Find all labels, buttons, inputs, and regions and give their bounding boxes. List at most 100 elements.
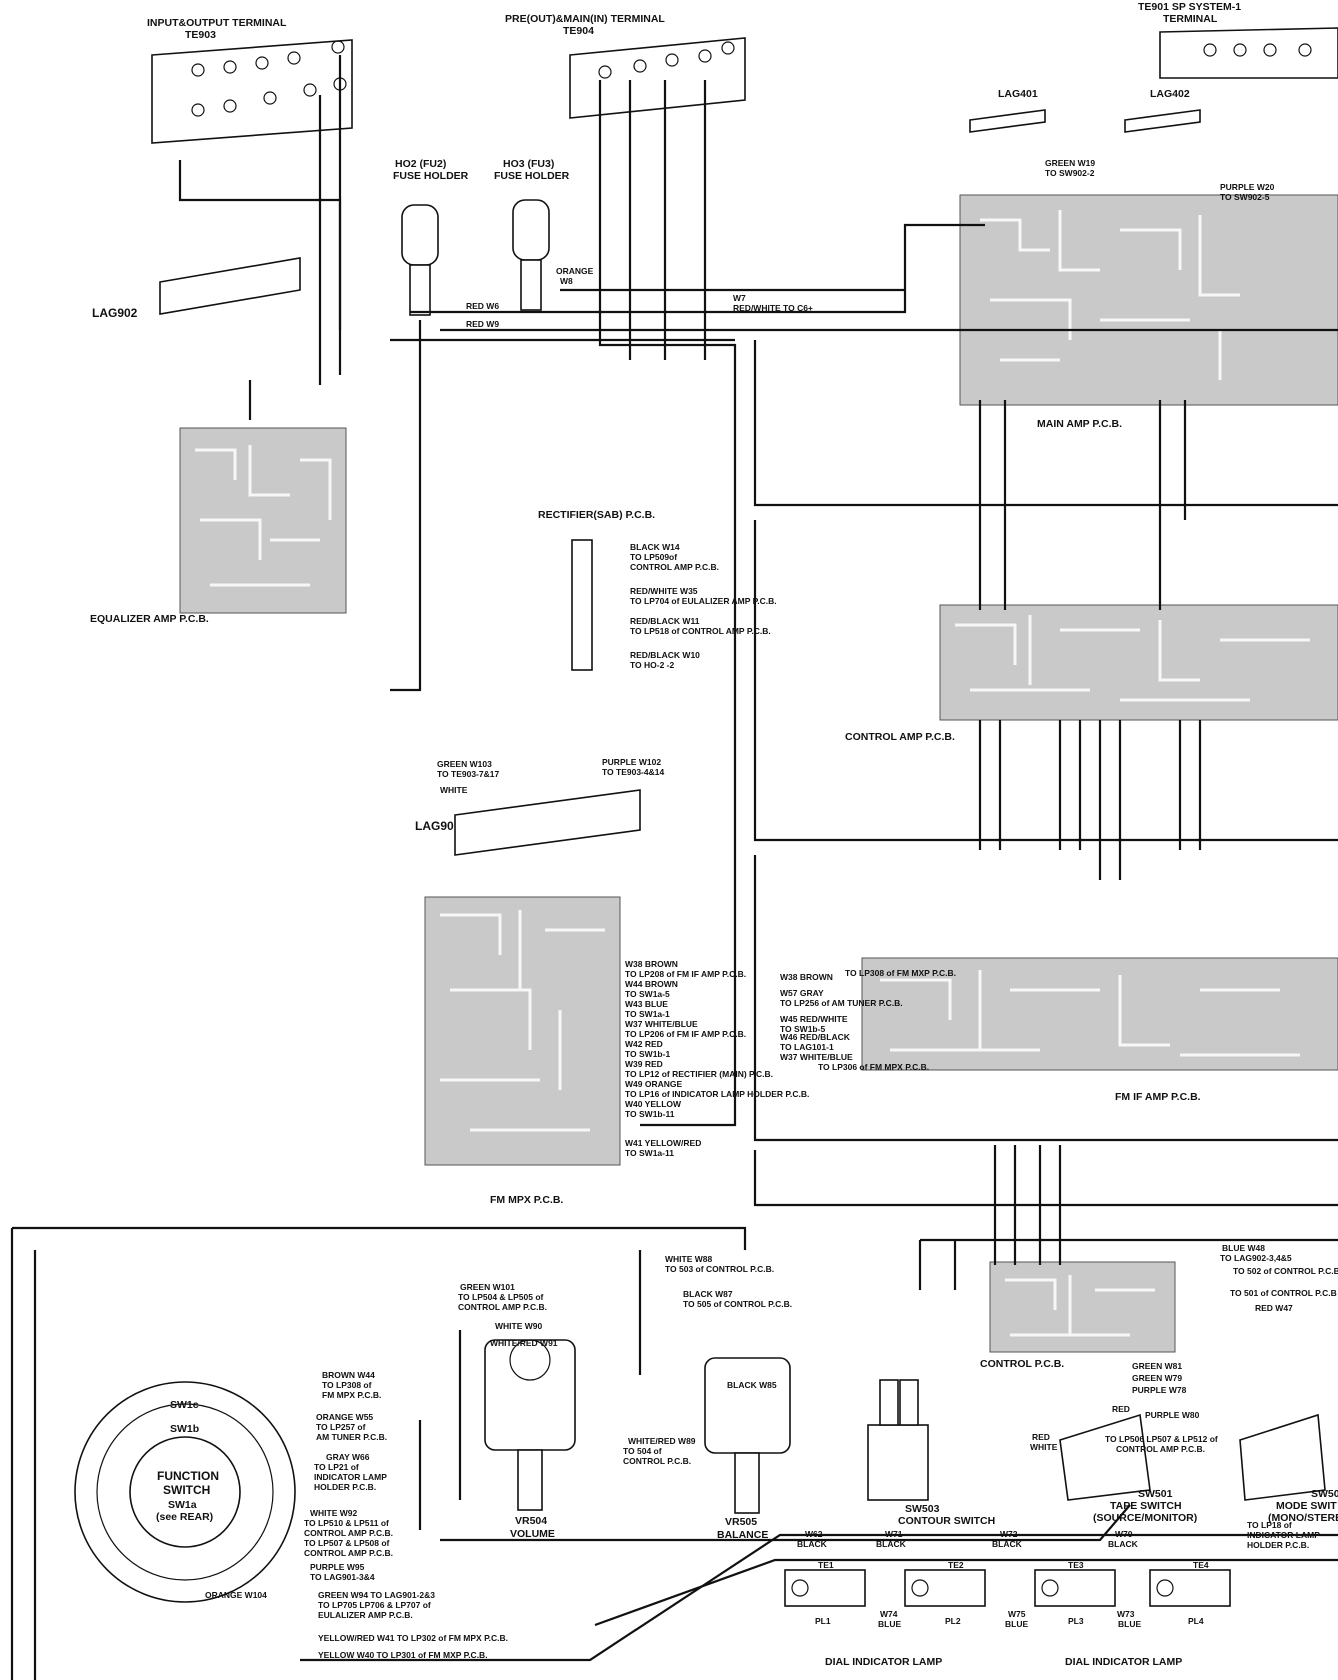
svg-text:SW1a: SW1a bbox=[168, 1499, 197, 1511]
svg-text:SW501: SW501 bbox=[1138, 1488, 1173, 1500]
fm-if-amp-pcb: FM IF AMP P.C.B. bbox=[861, 957, 1338, 1103]
svg-text:BALANCE: BALANCE bbox=[717, 1529, 768, 1541]
svg-text:W46 RED/BLACK: W46 RED/BLACK bbox=[780, 1032, 851, 1042]
svg-text:BLUE: BLUE bbox=[878, 1619, 901, 1629]
svg-text:GREEN W94 TO LAG901-2&3: GREEN W94 TO LAG901-2&3 bbox=[318, 1590, 435, 1600]
svg-text:TO LP509of: TO LP509of bbox=[630, 552, 677, 562]
te904-terminal: PRE(OUT)&MAIN(IN) TERMINAL TE904 bbox=[505, 13, 746, 119]
svg-text:WHITE W90: WHITE W90 bbox=[495, 1321, 542, 1331]
svg-text:TO 503 of CONTROL P.C.B.: TO 503 of CONTROL P.C.B. bbox=[665, 1264, 774, 1274]
svg-text:TO LP704 of EULALIZER AMP P: TO LP704 of EULALIZER AMP P.C.B. bbox=[630, 596, 777, 606]
fuse-holder-ho3: HO3 (FU3) FUSE HOLDER bbox=[494, 158, 570, 311]
svg-text:SW1b: SW1b bbox=[170, 1423, 199, 1435]
sw503: SW503 CONTOUR SWITCH bbox=[867, 1379, 995, 1527]
svg-text:TE903: TE903 bbox=[185, 29, 216, 41]
main-amp-pcb: MAIN AMP P.C.B. bbox=[959, 194, 1338, 430]
lag902: LAG902 bbox=[92, 257, 301, 320]
svg-text:TO SW1b-1: TO SW1b-1 bbox=[625, 1049, 670, 1059]
svg-text:FUNCTION: FUNCTION bbox=[157, 1469, 219, 1483]
svg-text:W39 RED: W39 RED bbox=[625, 1059, 663, 1069]
svg-text:RED/WHITE TO C6+: RED/WHITE TO C6+ bbox=[733, 303, 813, 313]
svg-text:TO LP206 of FM IF AMP P.C.: TO LP206 of FM IF AMP P.C.B. bbox=[625, 1029, 746, 1039]
svg-text:TO 504 of: TO 504 of bbox=[623, 1446, 662, 1456]
svg-text:TO LP705 LP706 & LP707 of: TO LP705 LP706 & LP707 of bbox=[318, 1600, 431, 1610]
fm-mpx-wires: W38 BROWN TO LP208 of FM IF AMP P.C.B. W… bbox=[625, 959, 809, 1158]
svg-text:W45 RED/WHITE: W45 RED/WHITE bbox=[780, 1014, 848, 1024]
svg-text:W43 BLUE: W43 BLUE bbox=[625, 999, 668, 1009]
svg-text:TO 501 of CONTROL P.C.B: TO 501 of CONTROL P.C.B bbox=[1230, 1288, 1337, 1298]
svg-text:CONTROL AMP P.C.B.: CONTROL AMP P.C.B. bbox=[630, 562, 719, 572]
svg-text:BLACK: BLACK bbox=[992, 1539, 1023, 1549]
svg-text:W37 WHITE/BLUE: W37 WHITE/BLUE bbox=[780, 1052, 853, 1062]
svg-text:CONTROL P.C.B.: CONTROL P.C.B. bbox=[623, 1456, 691, 1466]
pot-wires: GREEN W101 TO LP504 & LP505 of CONTROL A… bbox=[458, 1254, 792, 1466]
svg-text:PL1: PL1 bbox=[815, 1616, 831, 1626]
svg-text:EULALIZER AMP P.C.B.: EULALIZER AMP P.C.B. bbox=[318, 1610, 413, 1620]
svg-text:TERMINAL: TERMINAL bbox=[1163, 13, 1218, 25]
svg-text:TO HO-2 -2: TO HO-2 -2 bbox=[630, 660, 675, 670]
svg-text:DIAL INDICATOR LAMP: DIAL INDICATOR LAMP bbox=[1065, 1656, 1182, 1668]
svg-text:TO 505 of CONTROL P.C.B.: TO 505 of CONTROL P.C.B. bbox=[683, 1299, 792, 1309]
svg-text:PURPLE W95: PURPLE W95 bbox=[310, 1562, 365, 1572]
svg-text:TO LP257 of: TO LP257 of bbox=[316, 1422, 366, 1432]
svg-text:TO LP518 of CONTROL AMP P.C: TO LP518 of CONTROL AMP P.C.B. bbox=[630, 626, 771, 636]
svg-text:CONTROL AMP P.C.B.: CONTROL AMP P.C.B. bbox=[458, 1302, 547, 1312]
control-amp-pcb: CONTROL AMP P.C.B. bbox=[845, 604, 1338, 743]
svg-text:TO LP308 of FM MXP P.C.B.: TO LP308 of FM MXP P.C.B. bbox=[845, 968, 956, 978]
svg-text:CONTOUR SWITCH: CONTOUR SWITCH bbox=[898, 1515, 995, 1527]
svg-text:TO LAG101-1: TO LAG101-1 bbox=[780, 1042, 834, 1052]
lag901: LAG901 GREEN W103 TO TE903-7&17 PURPLE W… bbox=[415, 757, 664, 856]
svg-text:FM MPX P.C.B.: FM MPX P.C.B. bbox=[322, 1390, 381, 1400]
svg-text:VR505: VR505 bbox=[725, 1516, 757, 1528]
rectifier-pcb: RECTIFIER(SAB) P.C.B. BLACK W14 TO LP509… bbox=[538, 509, 777, 671]
svg-text:TO 502 of CONTROL P.C.B: TO 502 of CONTROL P.C.B bbox=[1233, 1266, 1338, 1276]
svg-text:TO LP308 of: TO LP308 of bbox=[322, 1380, 372, 1390]
svg-text:FUSE HOLDER: FUSE HOLDER bbox=[393, 170, 469, 182]
svg-text:WHITE/RED W89: WHITE/RED W89 bbox=[628, 1436, 696, 1446]
svg-text:(see REAR): (see REAR) bbox=[156, 1511, 213, 1523]
svg-text:YELLOW/RED W41 TO LP302 of F: YELLOW/RED W41 TO LP302 of FM MPX P.C.B. bbox=[318, 1633, 508, 1643]
svg-text:BLACK W14: BLACK W14 bbox=[630, 542, 680, 552]
svg-text:PURPLE W20: PURPLE W20 bbox=[1220, 182, 1275, 192]
svg-text:W38 BROWN: W38 BROWN bbox=[780, 972, 833, 982]
svg-text:TAPE SWITCH: TAPE SWITCH bbox=[1110, 1500, 1182, 1512]
svg-text:GREEN W79: GREEN W79 bbox=[1132, 1373, 1182, 1383]
svg-text:LAG901: LAG901 bbox=[415, 819, 461, 833]
svg-text:BLACK W85: BLACK W85 bbox=[727, 1380, 777, 1390]
svg-text:PURPLE W102: PURPLE W102 bbox=[602, 757, 661, 767]
svg-text:TO SW1a-11: TO SW1a-11 bbox=[625, 1148, 674, 1158]
fm-if-wires: W38 BROWN TO LP308 of FM MXP P.C.B. W57 … bbox=[780, 968, 956, 1072]
svg-text:TO LP306 of FM MPX P.C.B.: TO LP306 of FM MPX P.C.B. bbox=[818, 1062, 929, 1072]
svg-text:TO LP21 of: TO LP21 of bbox=[314, 1462, 359, 1472]
svg-text:SWITCH: SWITCH bbox=[163, 1483, 210, 1497]
svg-text:TO LAG901-3&4: TO LAG901-3&4 bbox=[310, 1572, 375, 1582]
svg-text:FUSE HOLDER: FUSE HOLDER bbox=[494, 170, 570, 182]
svg-text:PRE(OUT)&MAIN(IN) TERMINAL: PRE(OUT)&MAIN(IN) TERMINAL bbox=[505, 13, 665, 25]
svg-text:TO LP510 & LP511 of: TO LP510 & LP511 of bbox=[304, 1518, 389, 1528]
svg-text:PL2: PL2 bbox=[945, 1616, 961, 1626]
lag401: LAG401 bbox=[969, 88, 1046, 133]
svg-text:TO LP256 of AM TUNER P.C.B.: TO LP256 of AM TUNER P.C.B. bbox=[780, 998, 903, 1008]
svg-text:TO SW902-2: TO SW902-2 bbox=[1045, 168, 1095, 178]
svg-text:VOLUME: VOLUME bbox=[510, 1528, 555, 1540]
equalizer-amp-pcb: EQUALIZER AMP P.C.B. bbox=[90, 427, 347, 625]
function-switch: FUNCTION SWITCH SW1a (see REAR) SW1c SW1… bbox=[74, 1381, 296, 1603]
svg-text:RED/BLACK W11: RED/BLACK W11 bbox=[630, 616, 700, 626]
svg-text:WHITE: WHITE bbox=[1030, 1442, 1058, 1452]
svg-text:HO2 (FU2): HO2 (FU2) bbox=[395, 158, 446, 170]
svg-text:RED/WHITE W35: RED/WHITE W35 bbox=[630, 586, 698, 596]
svg-text:SW50: SW50 bbox=[1311, 1488, 1338, 1500]
svg-text:ORANGE W55: ORANGE W55 bbox=[316, 1412, 373, 1422]
svg-text:W37 WHITE/BLUE: W37 WHITE/BLUE bbox=[625, 1019, 698, 1029]
svg-text:ORANGE W104: ORANGE W104 bbox=[205, 1590, 267, 1600]
svg-text:WHITE W92: WHITE W92 bbox=[310, 1508, 357, 1518]
svg-text:WHITE: WHITE bbox=[440, 785, 468, 795]
svg-text:W40 YELLOW: W40 YELLOW bbox=[625, 1099, 682, 1109]
svg-text:TE4: TE4 bbox=[1193, 1560, 1209, 1570]
svg-text:W42 RED: W42 RED bbox=[625, 1039, 663, 1049]
svg-text:W74: W74 bbox=[880, 1609, 898, 1619]
